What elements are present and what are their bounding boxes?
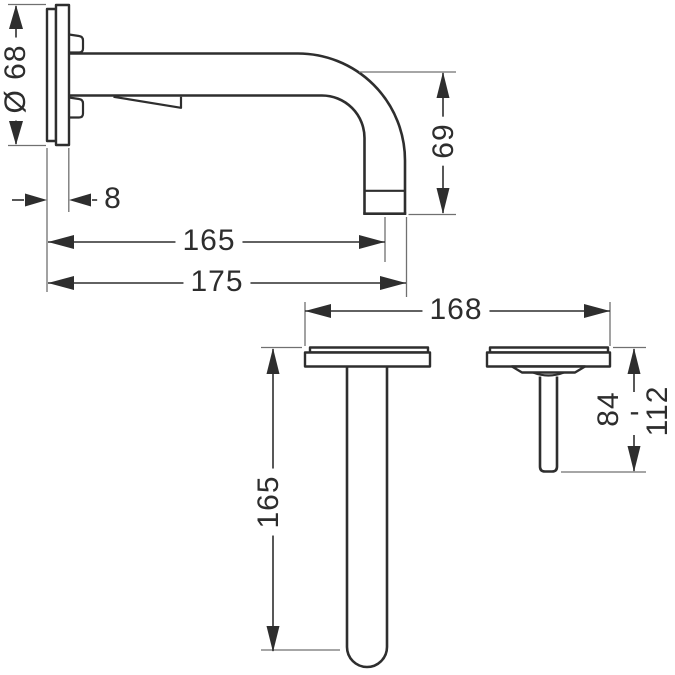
lower-clip	[68, 96, 85, 119]
upper-clip	[68, 33, 85, 54]
handle-plate	[485, 351, 612, 368]
wall-plate-back	[45, 7, 58, 143]
top-view-handle	[485, 346, 612, 473]
dim-spout-reach-label: 165	[175, 226, 243, 257]
spout-lever	[113, 95, 183, 109]
dimension-lines	[9, 5, 641, 652]
dim-range-separator: -	[626, 397, 644, 428]
handle-cone	[510, 365, 587, 374]
spout-inner-contour	[69, 94, 366, 214]
top-view-spout	[303, 346, 432, 669]
handle-stem	[538, 376, 559, 473]
dim-plate-depth-label: 8	[97, 184, 129, 215]
wall-plate-front	[54, 3, 71, 147]
dim-mount-depth-min-label: 84	[592, 384, 625, 434]
dim-spread-label: 168	[422, 295, 490, 326]
spout-outer-contour	[69, 52, 407, 214]
dim-mount-depth-max-label: 112	[641, 378, 674, 444]
extension-lines	[8, 3, 646, 651]
spout-plate	[303, 351, 432, 368]
dim-plate-diameter-label: Ø 68	[0, 37, 32, 121]
handle-cone-curve	[532, 371, 565, 377]
dim-spout-length-label: 165	[252, 468, 285, 536]
side-view	[45, 3, 407, 215]
spout-body-top-view	[345, 367, 389, 669]
dim-overall-projection-label: 175	[183, 267, 251, 298]
dim-outlet-height-label: 69	[427, 116, 460, 166]
